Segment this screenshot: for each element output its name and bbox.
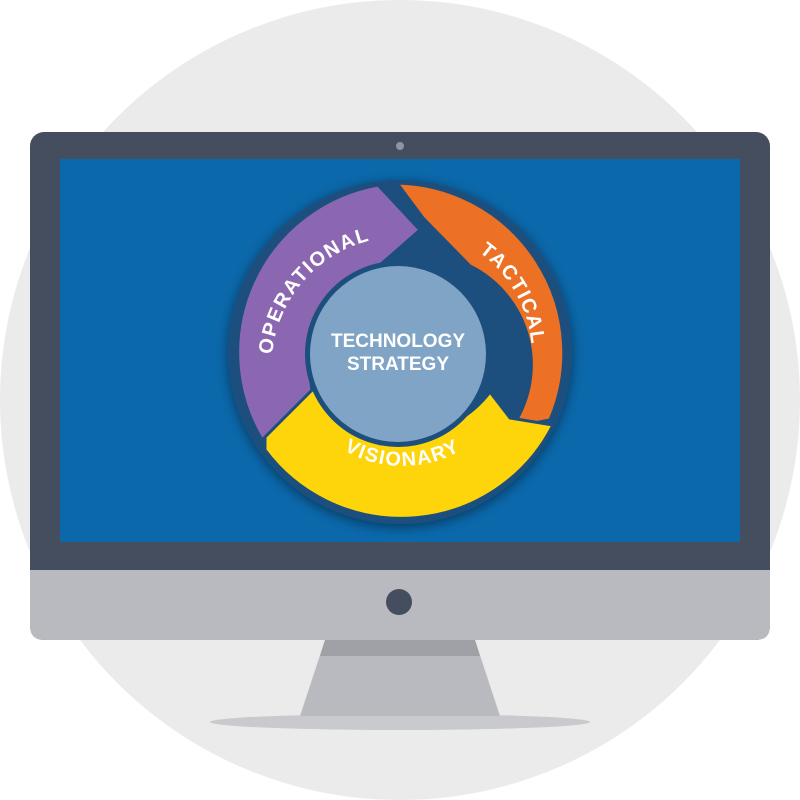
hub-circle [310,266,486,442]
hub-title-line1: TECHNOLOGY [331,331,465,352]
segment-tactical [393,181,566,430]
hub-title-line2: STRATEGY [347,354,449,375]
monitor-stand [210,640,590,730]
camera-dot-icon [396,142,404,150]
cycle-diagram: OPERATIONAL TACTICAL VISIONARY TECHNOLOG… [228,180,572,524]
power-button-icon[interactable] [386,589,412,615]
